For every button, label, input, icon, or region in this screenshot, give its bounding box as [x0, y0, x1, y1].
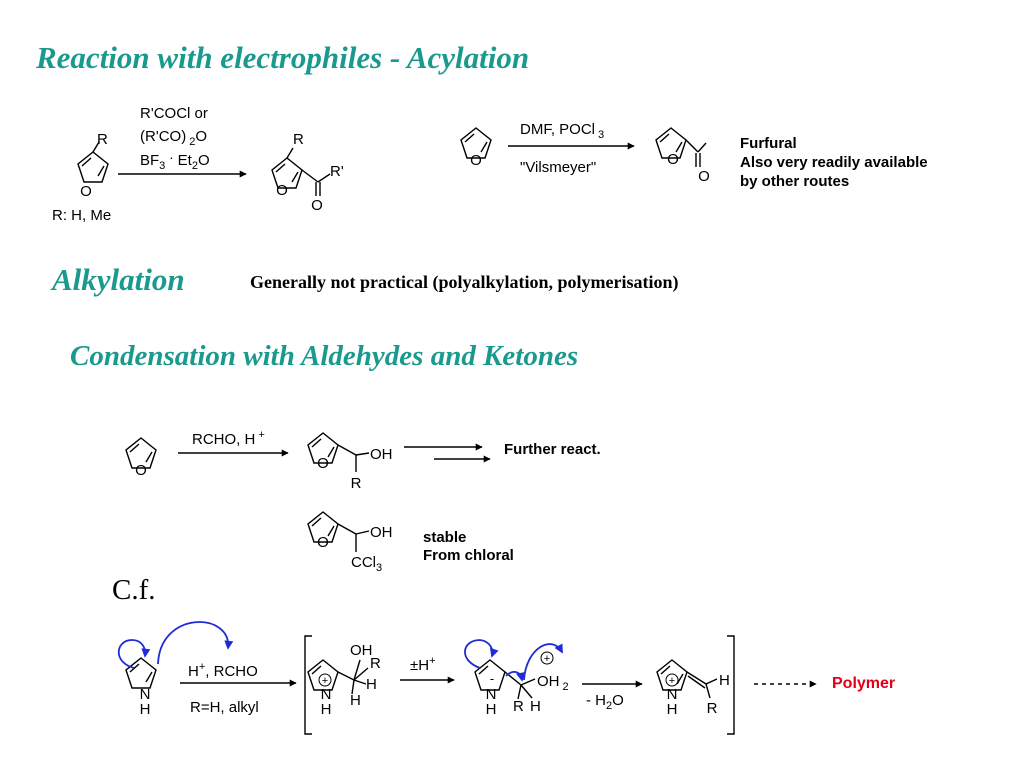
iminium-n: N: [667, 686, 678, 703]
electron-pair-arrow-3: [464, 639, 499, 669]
iminium-charge-circle: [665, 673, 679, 687]
condensation-reagent: RCHO, H+: [192, 429, 265, 448]
pyrrole-nh: H: [140, 701, 151, 718]
sigma-complex-structure: [307, 659, 369, 695]
carbinol-oh: OH: [370, 446, 393, 463]
bracket-left: [304, 635, 312, 735]
iminium-plus: +: [669, 675, 675, 687]
furan-structure-2: [125, 437, 157, 469]
acylation-reagent-line2: (R'CO)2O: [140, 128, 207, 148]
vilsmeier-name: "Vilsmeyer": [520, 159, 596, 176]
intermediate-n: N: [486, 686, 497, 703]
chloral-oh: OH: [370, 524, 393, 541]
iminium-r: R: [707, 700, 718, 717]
further-react-label: Further react.: [504, 441, 601, 458]
acylation-product-r: R: [293, 131, 304, 148]
acylation-ring-o: O: [80, 183, 92, 200]
sigma-nh: H: [321, 701, 332, 718]
azafulvenium-structure: [656, 659, 718, 699]
electron-pair-arrow-1: [117, 639, 151, 669]
sigma-n: N: [321, 686, 332, 703]
furan-structure: [460, 127, 492, 159]
stable-note: stable From chloral: [423, 529, 514, 564]
sigma-plus: +: [322, 675, 328, 687]
electron-pair-arrow-4: [505, 671, 525, 682]
sigma-r: R: [370, 655, 381, 672]
acylation-substituent-r: R: [97, 131, 108, 148]
acylation-product-carbonyl-o: O: [311, 197, 323, 214]
furfural-structure: [655, 127, 707, 167]
iminium-h: H: [719, 672, 730, 689]
acylation-reagent-line3: BF3·Et2O: [140, 150, 210, 172]
furan-3-substituted-structure: [77, 141, 109, 183]
intermediate-h: H: [530, 698, 541, 715]
acylation-reagent-line1: R'COCl or: [140, 105, 208, 122]
carbinol-ring-o: O: [317, 455, 329, 472]
chloral-ccl3: CCl3: [351, 554, 382, 574]
intermediate-nh: H: [486, 701, 497, 718]
cf-label: C.f.: [112, 574, 156, 606]
pyrrole-reagent1: H+, RCHO: [188, 661, 258, 680]
chloral-adduct-structure: [307, 511, 370, 552]
carbinol-r: R: [351, 475, 362, 492]
iminium-nh: H: [667, 701, 678, 718]
oxonium-plus: +: [544, 653, 550, 665]
polymer-label: Polymer: [832, 675, 895, 692]
acylation-product-ring-o: O: [276, 182, 288, 199]
vilsmeier-ring-o: O: [470, 152, 482, 169]
oxonium-charge-circle: [540, 651, 554, 665]
acylation-r-definition: R: H, Me: [52, 207, 111, 224]
acylation-heading: Reaction with electrophiles - Acylation: [36, 40, 530, 75]
electron-pair-arrow-5: [523, 643, 563, 681]
condensation-ring-o: O: [135, 462, 147, 479]
electron-pair-arrow-2: [157, 621, 234, 665]
furfural-ring-o: O: [667, 151, 679, 168]
pyrrole-n: N: [140, 686, 151, 703]
furyl-carbinol-structure: [307, 432, 370, 472]
pyrrole-structure: [125, 657, 157, 689]
water-loss-label: - H2O: [586, 692, 624, 712]
intermediate-r: R: [513, 698, 524, 715]
condensation-heading: Condensation with Aldehydes and Ketones: [70, 340, 579, 372]
acyl-furan-product-structure: [271, 147, 331, 196]
pyrrole-reagent2: R=H, alkyl: [190, 699, 259, 716]
bracket-right: [727, 635, 735, 735]
sigma-oh: OH: [350, 642, 373, 659]
furfural-note: Furfural Also very readily available by …: [740, 135, 932, 190]
alkylation-note: Generally not practical (polyalkylation,…: [250, 272, 679, 292]
positive-charge-circle: [318, 673, 332, 687]
alkylation-heading: Alkylation: [52, 262, 185, 297]
intermediate-minus: -: [490, 671, 494, 686]
sigma-h-1: H: [366, 676, 377, 693]
sigma-h-2: H: [350, 692, 361, 709]
acylation-product-rprime: R': [330, 163, 344, 180]
proton-shift-label: ±H+: [410, 655, 436, 674]
furfural-carbonyl-o: O: [698, 168, 710, 185]
chloral-ring-o: O: [317, 534, 329, 551]
